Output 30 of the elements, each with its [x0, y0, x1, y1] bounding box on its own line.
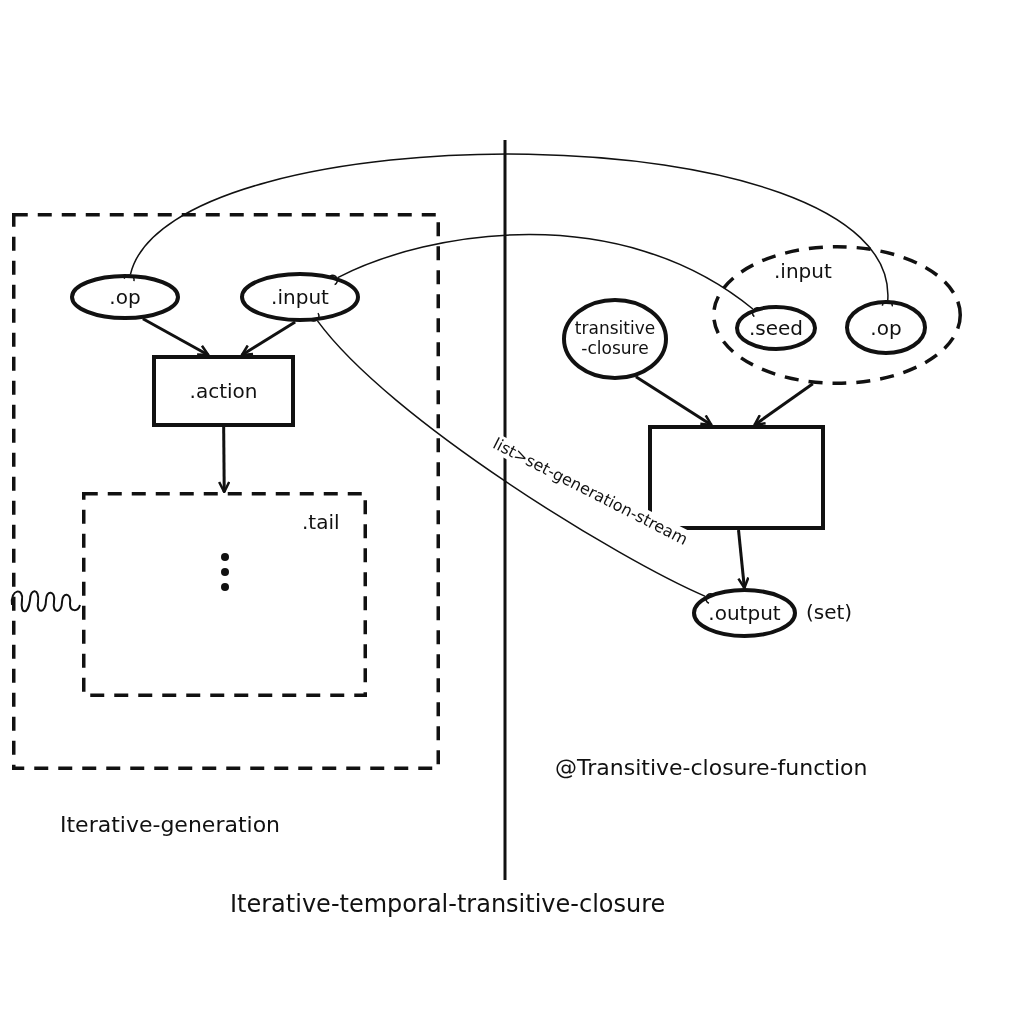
connector-line [309, 312, 714, 605]
arrow [737, 529, 750, 590]
node-label: .op [869, 315, 903, 340]
arrow [142, 317, 210, 357]
oval-node [562, 298, 668, 380]
dashed-group-oval [712, 245, 962, 385]
diagram-title: Iterative-temporal-transitive-closure [230, 890, 666, 918]
oval-node [240, 272, 360, 322]
oval-node [70, 274, 180, 320]
group-heading: Iterative-generation [60, 812, 281, 837]
arrow [635, 375, 713, 427]
connector-line [122, 153, 895, 308]
process-box [152, 355, 295, 427]
node-label: .output [707, 601, 782, 625]
dashed-group-box [82, 492, 367, 697]
arrow [753, 382, 814, 427]
oval-node [845, 300, 927, 355]
node-label: .seed [747, 316, 805, 340]
node-label: .tail [302, 510, 340, 534]
oval-node [692, 588, 797, 638]
node-annotation: (set) [806, 600, 853, 624]
node-label: .input [270, 285, 330, 309]
note-text: @Transitive-closure-function [555, 755, 868, 780]
oval-node [735, 305, 817, 351]
arrow [217, 427, 231, 494]
node-label: .op [108, 285, 142, 309]
node-label: .action [188, 379, 259, 403]
node-label: transitive-closure [573, 319, 657, 359]
node-label: .input [774, 259, 832, 283]
arrow [240, 320, 296, 357]
